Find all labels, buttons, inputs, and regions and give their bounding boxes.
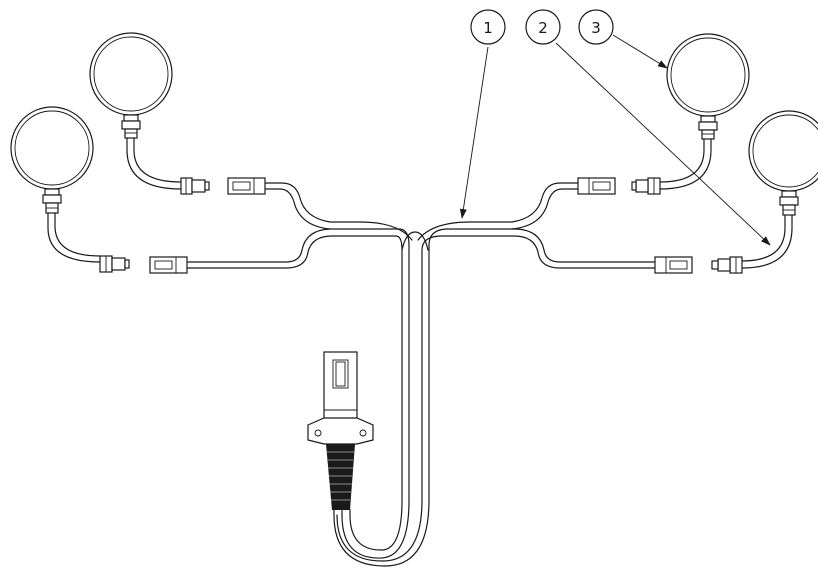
lamp-left-outer [10,106,130,273]
connector-left-lower [149,256,188,274]
callout-1: 1 [459,9,506,219]
callout-2: 2 [525,9,771,246]
callout-3: 3 [578,9,668,69]
lamp-left-inner [89,32,210,195]
connector-left-upper [227,177,266,195]
connector-right-lower [654,256,693,274]
lamp-right-inner [631,33,750,195]
seven-pin-plug [307,351,374,510]
main-harness [186,182,656,567]
callout-2-label: 2 [538,19,548,37]
callout-1-label: 1 [483,19,493,37]
lamp-right-outer [711,110,818,274]
connector-right-upper [577,177,616,195]
callout-3-label: 3 [591,19,601,37]
